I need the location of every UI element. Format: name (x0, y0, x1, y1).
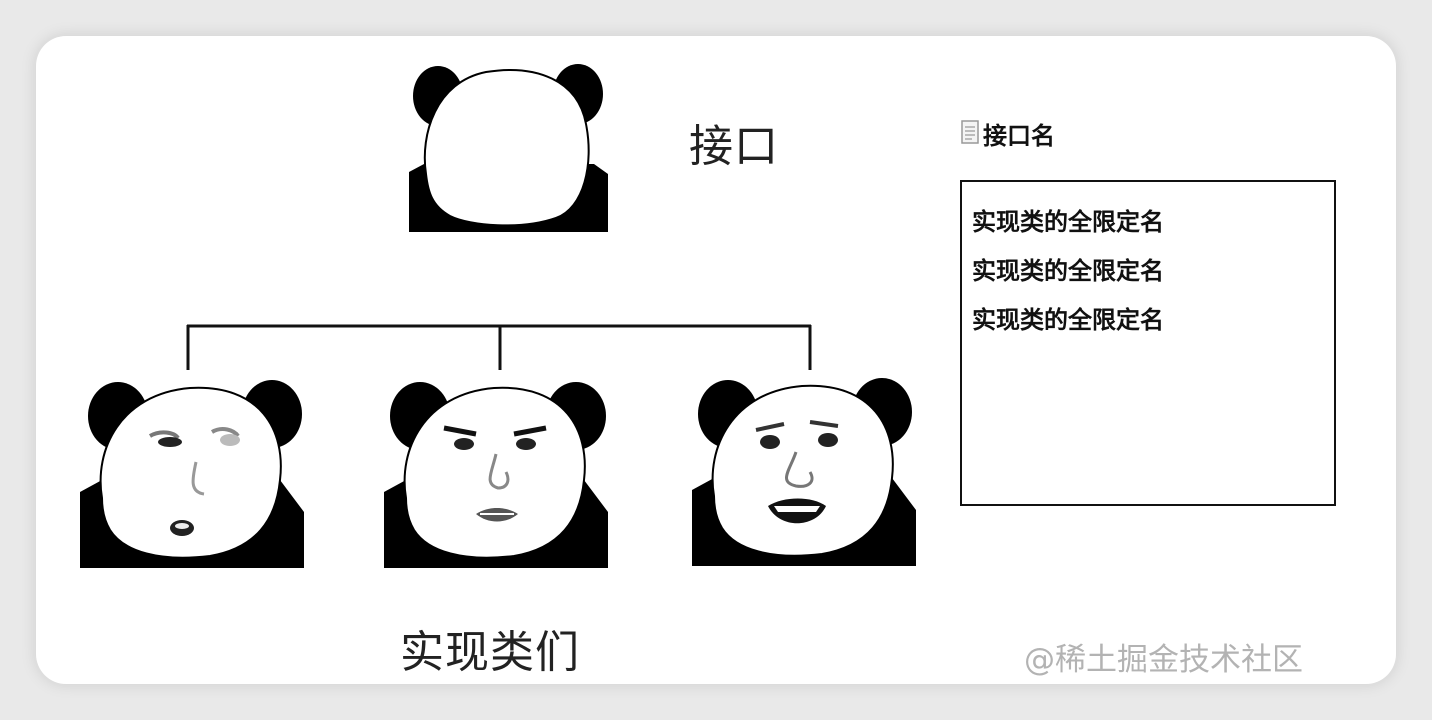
implementation-line: 实现类的全限定名 (972, 306, 1164, 334)
interface-label: 接口 (689, 121, 779, 172)
hierarchy-connector (186, 324, 812, 370)
implementation-list-box: 实现类的全限定名 实现类的全限定名 实现类的全限定名 (960, 180, 1336, 506)
implementation-panda-image-3 (692, 378, 918, 566)
implementation-line: 实现类的全限定名 (972, 208, 1164, 236)
implementations-label: 实现类们 (400, 627, 580, 678)
implementation-panda-image-1 (80, 380, 306, 568)
watermark: @稀土掘金技术社区 (1024, 642, 1303, 678)
interface-panda-image (406, 64, 612, 232)
document-icon (961, 119, 979, 148)
diagram-card: 接口 (36, 36, 1396, 684)
implementation-line: 实现类的全限定名 (972, 257, 1164, 285)
interface-file-name: 接口名 (983, 122, 1055, 150)
implementation-panda-image-2 (384, 380, 610, 568)
interface-file-title: 接口名 (961, 116, 1055, 151)
